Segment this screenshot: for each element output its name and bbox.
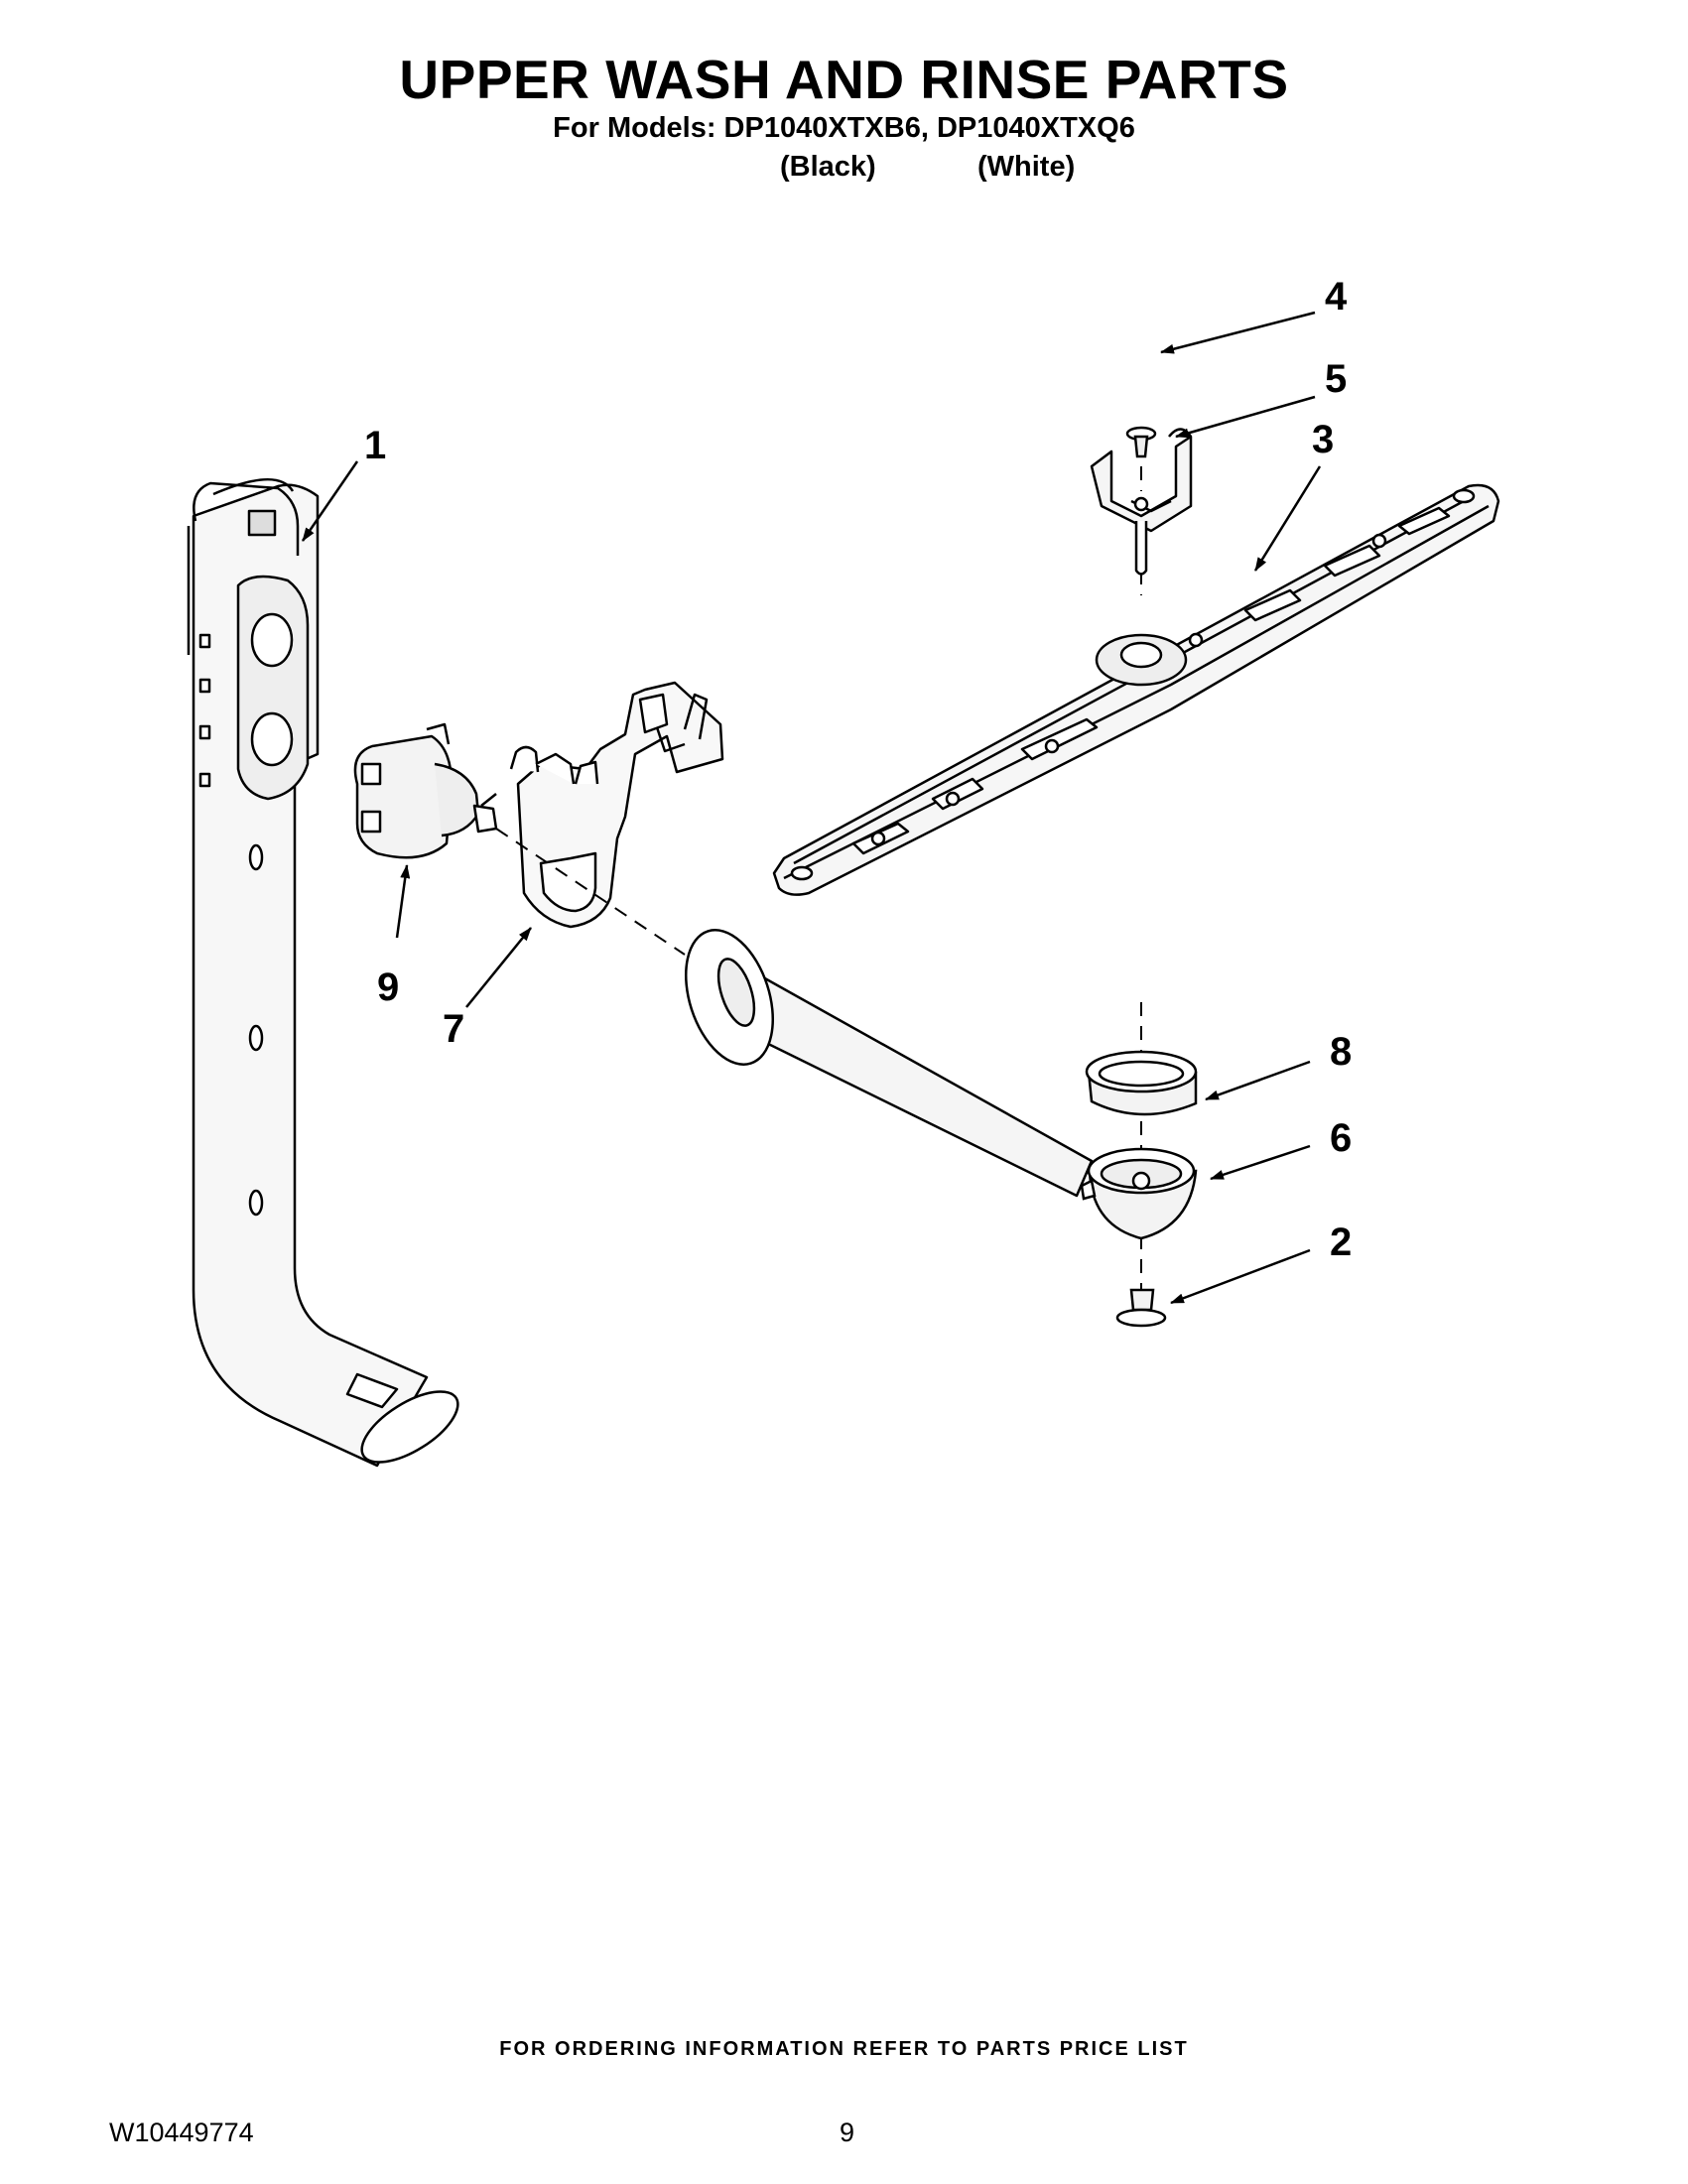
callout-8: 8: [1330, 1030, 1352, 1074]
callout-5: 5: [1325, 357, 1347, 401]
callout-arrows: [301, 311, 1322, 1305]
models-line: For Models: DP1040XTXB6, DP1040XTXQ6: [553, 112, 1135, 144]
part-1-conduit: [187, 478, 459, 1468]
part-7-bracket: [509, 681, 724, 929]
part-8-ring: [1085, 1050, 1198, 1116]
callout-3: 3: [1312, 418, 1334, 461]
color-label-white: (White): [977, 151, 1076, 183]
ordering-note: FOR ORDERING INFORMATION REFER TO PARTS …: [499, 2038, 1189, 2060]
part-6-supply-tube: [684, 929, 1094, 1198]
callout-4: 4: [1325, 275, 1348, 319]
page-number: 9: [840, 2118, 855, 2147]
part-2-screw: [1115, 1288, 1167, 1328]
callout-7: 7: [443, 1007, 464, 1051]
callout-9: 9: [377, 965, 399, 1009]
part-6-hub: [1080, 1147, 1198, 1240]
color-label-black: (Black): [780, 151, 876, 183]
part-4-screw: [1125, 426, 1157, 458]
document-number: W10449774: [109, 2118, 254, 2147]
part-3-spray-arm: [772, 483, 1500, 896]
part-9-nozzle: [353, 722, 498, 859]
callout-6: 6: [1330, 1116, 1352, 1160]
page-title: UPPER WASH AND RINSE PARTS: [399, 49, 1289, 110]
callout-1: 1: [364, 424, 386, 467]
callout-2: 2: [1330, 1220, 1352, 1264]
